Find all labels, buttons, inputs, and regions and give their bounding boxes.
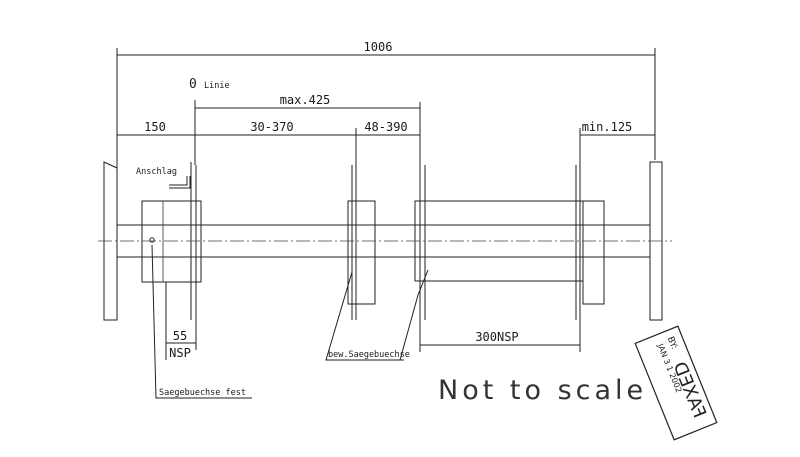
dim-range-2: 48-390 [364,120,407,134]
movable-bushing-label: bew.Saegebuechse [328,350,410,360]
shaft-assembly [98,161,672,321]
not-to-scale-note: Not to scale [438,375,647,406]
dim-nsp-gap: 55 [173,329,187,343]
stop-label: Anschlag [136,167,177,177]
dim-total: 1006 [364,40,393,54]
stamp-by: BY: [665,335,679,351]
dim-right-min: min.125 [582,120,633,134]
dimension-lines [116,48,656,360]
zero-label: 0 [189,77,197,92]
leader-lines [151,244,429,399]
dim-range-1: 30-370 [250,120,293,134]
dim-left-offset: 150 [144,120,166,134]
stop-bracket [169,176,191,189]
dim-nsp-label: NSP [169,346,191,360]
dim-max-travel: max.425 [280,93,331,107]
zero-line-label: Linie [204,81,230,91]
dim-nsp-300: 300NSP [475,330,518,344]
fixed-bushing-label: Saegebuechse fest [159,388,246,398]
